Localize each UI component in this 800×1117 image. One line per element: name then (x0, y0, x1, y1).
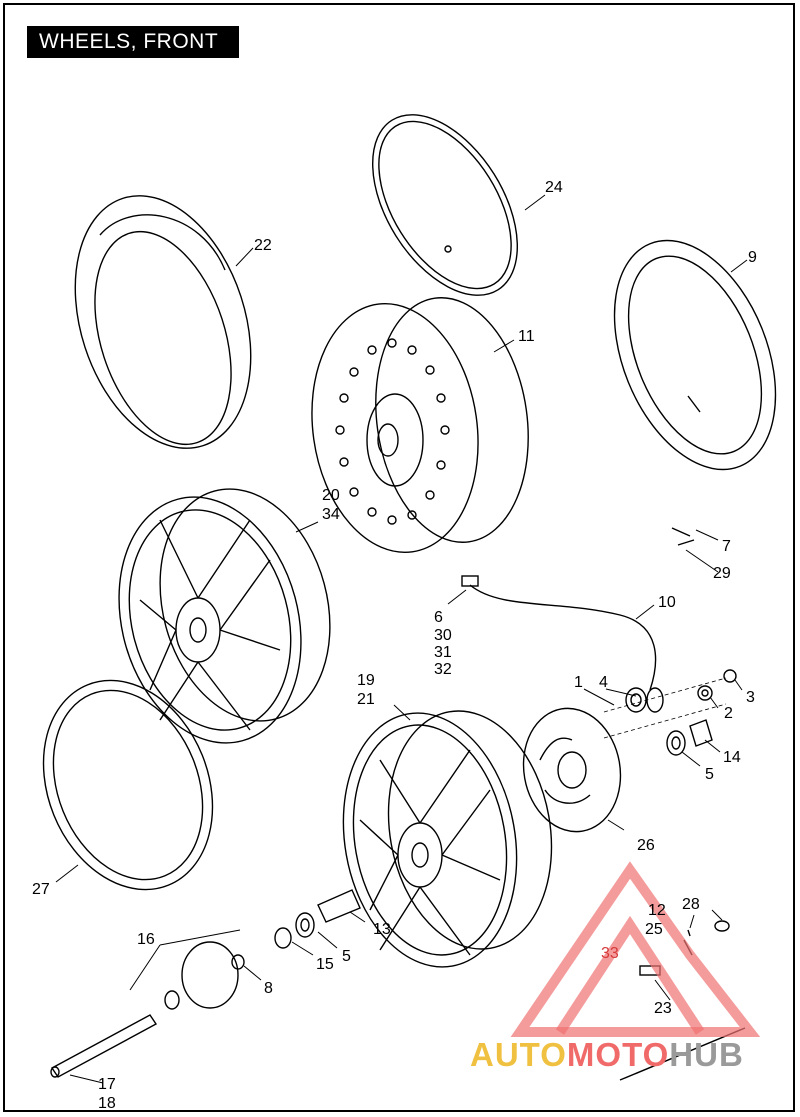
page-title: WHEELS, FRONT (27, 26, 239, 58)
callout-11: 11 (518, 328, 535, 345)
cast-wheel-11 (311, 297, 529, 554)
watermark-auto: AUTO (470, 1036, 567, 1073)
callout-14: 14 (723, 749, 741, 766)
axle-17 (50, 1014, 158, 1078)
callout-13: 13 (373, 921, 391, 938)
callout-24: 24 (545, 179, 563, 196)
callout-1: 1 (574, 674, 583, 691)
callout-33: 33 (601, 945, 619, 962)
callout-26: 26 (637, 837, 655, 854)
callout-23: 23 (654, 1000, 672, 1017)
callout-9: 9 (748, 249, 757, 266)
callout-22: 22 (254, 237, 272, 254)
callout-30: 30 (434, 627, 452, 644)
callout-19: 19 (357, 672, 375, 689)
callout-29: 29 (713, 565, 731, 582)
watermark-moto: MOTO (566, 1036, 670, 1073)
callout-31: 31 (434, 644, 452, 661)
callout-3: 3 (746, 689, 755, 706)
callout-6: 6 (434, 609, 443, 626)
callout-4: 4 (599, 674, 608, 691)
clip-7 (671, 527, 695, 546)
rim-strip-24 (371, 114, 519, 296)
callout-16: 16 (137, 931, 155, 948)
callout-2: 2 (724, 705, 733, 722)
watermark-hub: HUB (669, 1036, 744, 1073)
callout-34: 34 (322, 506, 340, 523)
callout-8: 8 (264, 980, 273, 997)
callout-5-upper: 5 (705, 766, 714, 783)
sensor-cable-10 (461, 575, 664, 713)
spoke-wheel-20 (118, 488, 331, 744)
inner-tube-9 (613, 239, 777, 471)
callout-20: 20 (322, 487, 340, 504)
callout-7: 7 (722, 538, 731, 555)
watermark-logo-text: AUTOMOTOHUB (470, 1038, 744, 1072)
hub-parts (164, 669, 737, 1010)
callout-28: 28 (682, 896, 700, 913)
callout-17: 17 (98, 1076, 116, 1093)
brake-disc-26 (522, 707, 622, 833)
watermark-triangle (510, 861, 761, 1037)
callout-15: 15 (316, 956, 334, 973)
callout-27: 27 (32, 881, 50, 898)
callout-10: 10 (658, 594, 676, 611)
spoke-wheel-19 (342, 710, 553, 968)
callout-21: 21 (357, 691, 375, 708)
callout-12: 12 (648, 902, 666, 919)
callout-18: 18 (98, 1095, 116, 1112)
callout-25: 25 (645, 921, 663, 938)
callout-32: 32 (434, 661, 452, 678)
rim-band-27 (42, 679, 214, 891)
tire-22 (74, 195, 252, 449)
callout-5-lower: 5 (342, 948, 351, 965)
diagram-frame (3, 3, 795, 1112)
